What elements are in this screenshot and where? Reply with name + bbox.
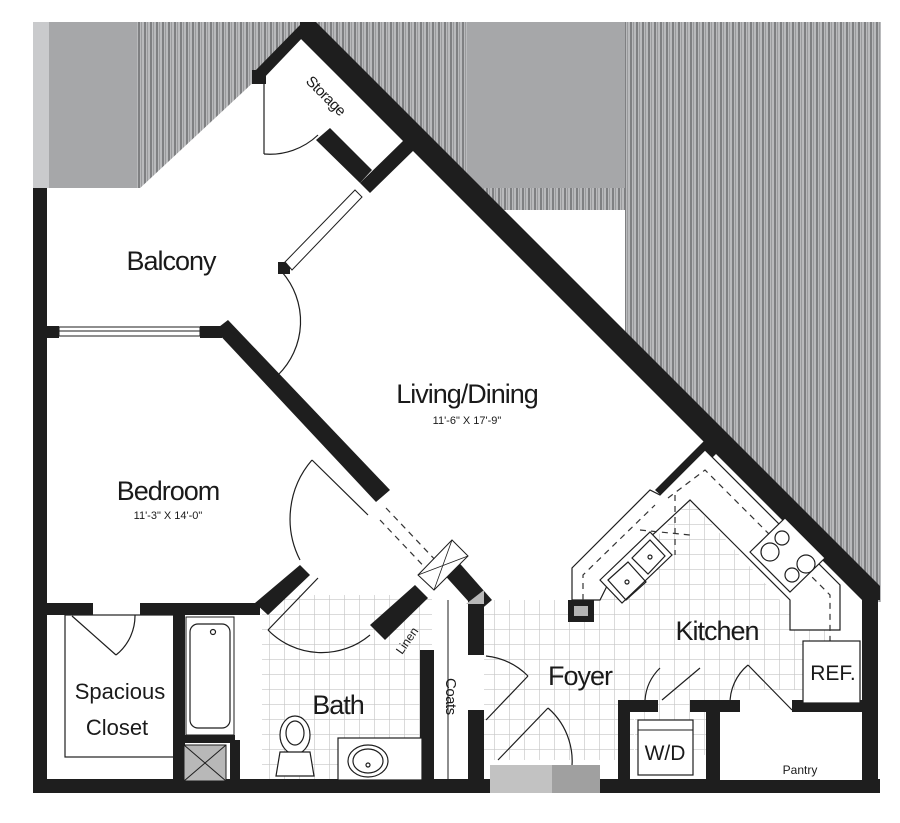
room-labels: Storage Balcony Living/Dining 11'-6" X 1… (75, 73, 856, 777)
label-spacious-closet-line1: Spacious (75, 679, 166, 704)
label-bedroom-dimensions: 11'-3" X 14'-0" (134, 510, 203, 522)
label-living-dining: Living/Dining (396, 379, 538, 409)
entry-threshold (490, 765, 600, 793)
refrigerator (802, 640, 861, 704)
vanity-sink (337, 737, 423, 781)
doors (71, 84, 793, 779)
dashed-opening (379, 507, 441, 576)
label-spacious-closet-line2: Closet (86, 715, 148, 740)
walls (33, 22, 880, 793)
stove (749, 517, 826, 593)
label-balcony: Balcony (126, 246, 217, 276)
label-foyer: Foyer (548, 661, 613, 691)
label-bedroom: Bedroom (117, 476, 220, 506)
shower-box (183, 744, 227, 782)
label-pantry: Pantry (783, 763, 818, 777)
label-coats: Coats (442, 678, 459, 715)
washer-dryer (637, 719, 694, 776)
windows (58, 189, 363, 337)
closet-shelf (64, 614, 176, 758)
label-refrigerator: REF. (810, 662, 856, 685)
toilet (275, 715, 315, 777)
pantry-shelf (720, 755, 862, 780)
bathtub (185, 616, 235, 736)
label-living-dining-dimensions: 11'-6" X 17'-9" (433, 415, 502, 427)
label-washer-dryer: W/D (645, 742, 686, 765)
kitchen-sink (599, 531, 673, 604)
label-kitchen: Kitchen (675, 616, 758, 646)
exterior-background (33, 22, 881, 602)
column-fill (574, 606, 588, 616)
label-bath: Bath (312, 690, 364, 720)
linen-closet (417, 539, 484, 604)
